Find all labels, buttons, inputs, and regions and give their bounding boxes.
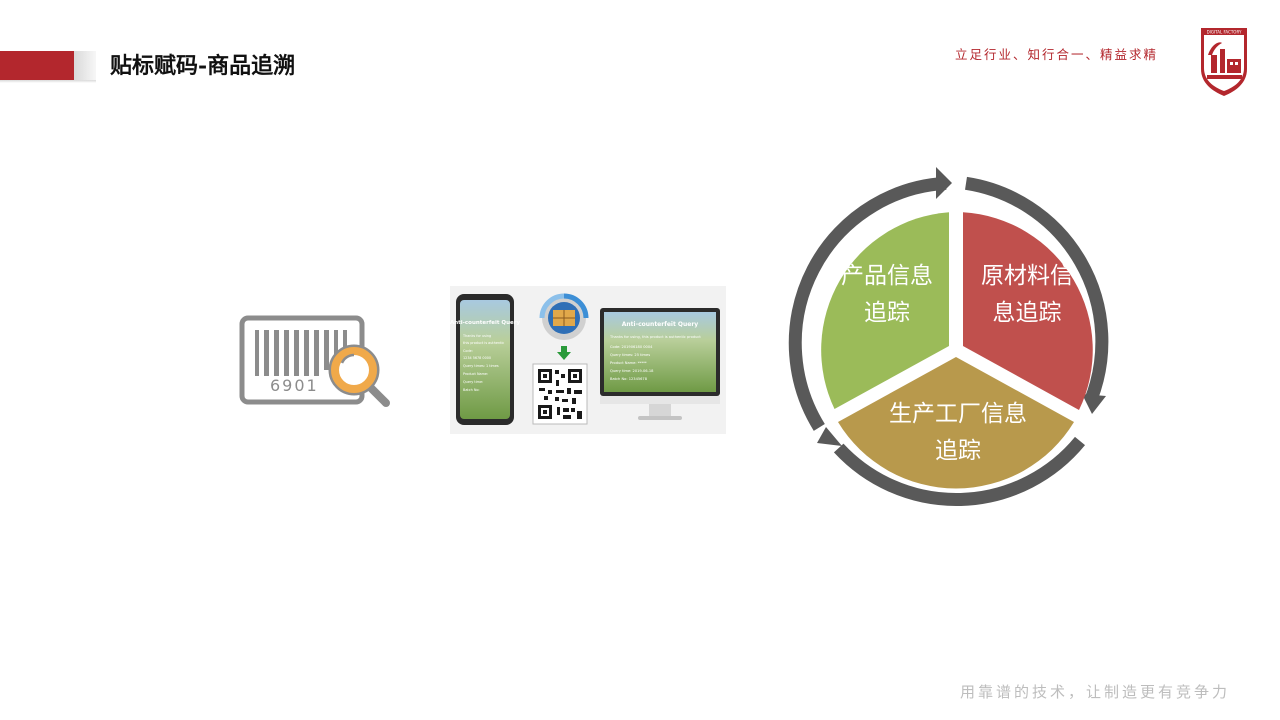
phone-line: Thanks for using bbox=[462, 334, 491, 338]
phone-line: this product is authentic bbox=[463, 341, 504, 345]
phone-line: 1234 5678 0000 bbox=[463, 356, 491, 360]
monitor-line: Thanks for using, this product is authen… bbox=[609, 335, 701, 339]
phone-line: Query time: bbox=[463, 380, 483, 384]
segment-raw-material bbox=[963, 212, 1093, 410]
slogan-text: 立足行业、知行合一、精益求精 bbox=[955, 47, 1159, 62]
phone-line: Query times: 1 times bbox=[463, 364, 499, 368]
barcode-number: 6901 bbox=[270, 376, 319, 395]
traceability-cycle-diagram: 产品信息 追踪 原材料信 息追踪 生产工厂信息 追踪 bbox=[786, 164, 1126, 510]
phone-screen-title: Anti-counterfeit Query bbox=[450, 320, 520, 326]
monitor-line: Query times: 25 times bbox=[610, 353, 650, 357]
monitor-line: Query time: 2019-06-18 bbox=[610, 369, 654, 373]
monitor-line: Code: 201906180 0004 bbox=[610, 345, 653, 349]
company-logo: DIGITAL FACTORY bbox=[1201, 28, 1247, 96]
arrow-head-icon bbox=[936, 167, 952, 199]
monitor-line: Product Name: ***** bbox=[610, 361, 647, 365]
logo-text: DIGITAL FACTORY bbox=[1207, 30, 1242, 35]
qr-query-illustration: Anti-counterfeit Query Thanks for using … bbox=[450, 286, 726, 434]
cycle-arrow-ring bbox=[833, 436, 1086, 506]
footer-tagline: 用靠谱的技术，让制造更有竞争力 bbox=[960, 683, 1231, 701]
arrow-head-icon bbox=[1082, 394, 1106, 414]
title-accent-bar bbox=[0, 51, 96, 83]
segment-label-raw-material: 原材料信 息追踪 bbox=[981, 263, 1073, 326]
phone-line: Batch No: bbox=[463, 388, 480, 392]
cycle-arrow-ring bbox=[965, 176, 1109, 403]
segment-factory bbox=[838, 357, 1074, 489]
barcode-magnifier-icon: 6901 bbox=[239, 315, 390, 407]
page-title: 贴标赋码-商品追溯 bbox=[110, 53, 296, 79]
segment-label-product: 产品信息 追踪 bbox=[841, 263, 933, 326]
arrow-head-icon bbox=[817, 427, 842, 446]
segment-product bbox=[821, 212, 949, 409]
phone-line: Product Name: bbox=[463, 372, 488, 376]
phone-line: Code: bbox=[463, 349, 473, 353]
segment-label-factory: 生产工厂信息 追踪 bbox=[889, 401, 1027, 464]
monitor-screen-title: Anti-counterfeit Query bbox=[622, 321, 699, 328]
monitor-line: Batch No: 12345678 bbox=[610, 377, 648, 381]
cycle-arrow-ring bbox=[788, 176, 947, 431]
